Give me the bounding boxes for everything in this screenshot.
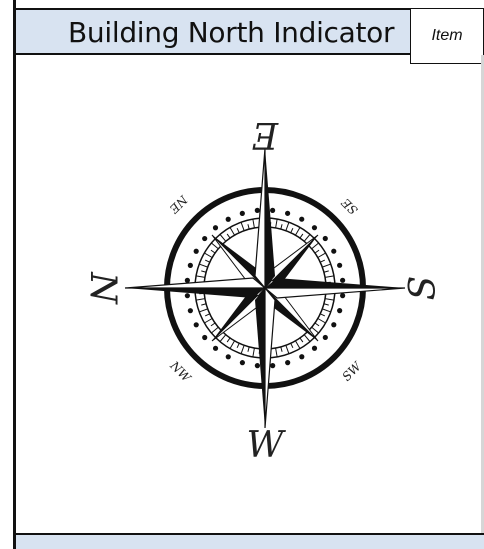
- compass-dot: [188, 263, 193, 268]
- compass-tick: [291, 228, 293, 233]
- compass-tick: [253, 219, 255, 228]
- compass-tick: [300, 234, 303, 238]
- compass-tick: [312, 243, 319, 249]
- compass-tick: [227, 338, 230, 342]
- compass-dot: [285, 360, 290, 365]
- compass-dot: [312, 225, 317, 230]
- compass-dot: [188, 308, 193, 313]
- compass-tick: [291, 343, 293, 348]
- compass-dot: [202, 335, 207, 340]
- compass-tick: [281, 347, 282, 352]
- label-west: W: [246, 425, 286, 466]
- compass-dot: [270, 208, 275, 213]
- compass-tick: [199, 264, 207, 267]
- compass-dot: [323, 335, 328, 340]
- compass-tick: [286, 222, 289, 230]
- label-northeast: NE: [166, 192, 190, 216]
- compass-tick: [205, 314, 210, 316]
- compass-tick: [253, 348, 255, 357]
- compass-dot: [299, 217, 304, 222]
- compass-dot: [270, 363, 275, 368]
- compass-dot: [185, 293, 190, 298]
- compass-tick: [325, 299, 334, 301]
- compass-dot: [240, 360, 245, 365]
- compass-dot: [331, 322, 336, 327]
- compass-tick: [324, 271, 329, 272]
- compass-dot: [240, 211, 245, 216]
- compass-tick: [211, 250, 215, 253]
- compass-dot: [185, 278, 190, 283]
- compass-tick: [304, 335, 310, 342]
- compass-tick: [211, 323, 215, 326]
- compass-tick: [276, 219, 278, 228]
- compass-dot: [194, 322, 199, 327]
- compass-dot: [194, 249, 199, 254]
- compass-tick: [211, 327, 218, 333]
- compass-tick: [296, 341, 301, 349]
- compass-tick: [227, 234, 230, 238]
- label-southeast: SE: [339, 195, 361, 217]
- compass-tick: [318, 253, 326, 258]
- compass-tick: [237, 228, 239, 233]
- compass-tick: [286, 345, 289, 353]
- compass-tick: [281, 224, 282, 229]
- compass-dot: [226, 354, 231, 359]
- compass-tick: [276, 348, 278, 357]
- compass-dot: [340, 278, 345, 283]
- compass-tick: [312, 327, 319, 333]
- compass-tick: [241, 222, 244, 230]
- compass-tick: [237, 343, 239, 348]
- compass-cardinal-points: [125, 148, 405, 428]
- compass-tick: [201, 304, 206, 305]
- compass-tick: [324, 304, 329, 305]
- compass-dot: [213, 225, 218, 230]
- compass-tick: [196, 276, 205, 278]
- compass-tick: [230, 227, 235, 235]
- compass-dot: [331, 249, 336, 254]
- compass-tick: [325, 276, 334, 278]
- compass-dot: [337, 263, 342, 268]
- compass-tick: [199, 309, 207, 312]
- compass-tick: [241, 345, 244, 353]
- label-east: E: [252, 114, 279, 155]
- compass-dot: [312, 346, 317, 351]
- compass-tick: [315, 323, 319, 326]
- compass-dot: [255, 208, 260, 213]
- compass-dot: [299, 354, 304, 359]
- compass-dot: [202, 236, 207, 241]
- compass-dot: [340, 293, 345, 298]
- compass-tick: [320, 260, 325, 262]
- bottom-bar: [16, 533, 484, 549]
- compass-tick: [211, 243, 218, 249]
- compass-tick: [304, 234, 310, 241]
- compass-dot: [323, 236, 328, 241]
- compass-tick: [318, 319, 326, 324]
- label-south: S: [403, 276, 444, 301]
- compass-tick: [205, 260, 210, 262]
- compass-tick: [296, 227, 301, 235]
- compass-tick: [201, 271, 206, 272]
- label-north: N: [82, 271, 123, 305]
- compass-tick: [204, 319, 212, 324]
- compass-dot: [285, 211, 290, 216]
- compass-tick: [300, 338, 303, 342]
- label-southwest: SW: [339, 358, 365, 384]
- compass-tick: [220, 335, 226, 342]
- compass-tick: [320, 314, 325, 316]
- compass-dot: [213, 346, 218, 351]
- compass-tick: [248, 347, 249, 352]
- compass-tick: [196, 299, 205, 301]
- compass-tick: [248, 224, 249, 229]
- compass-tick: [230, 341, 235, 349]
- compass-tick: [322, 309, 330, 312]
- compass-tick: [322, 264, 330, 267]
- compass-dot: [255, 363, 260, 368]
- compass-tick: [315, 250, 319, 253]
- compass-dot: [226, 217, 231, 222]
- compass-tick: [204, 253, 212, 258]
- compass-tick: [220, 234, 226, 241]
- label-northwest: NW: [167, 358, 195, 386]
- compass-dot: [337, 308, 342, 313]
